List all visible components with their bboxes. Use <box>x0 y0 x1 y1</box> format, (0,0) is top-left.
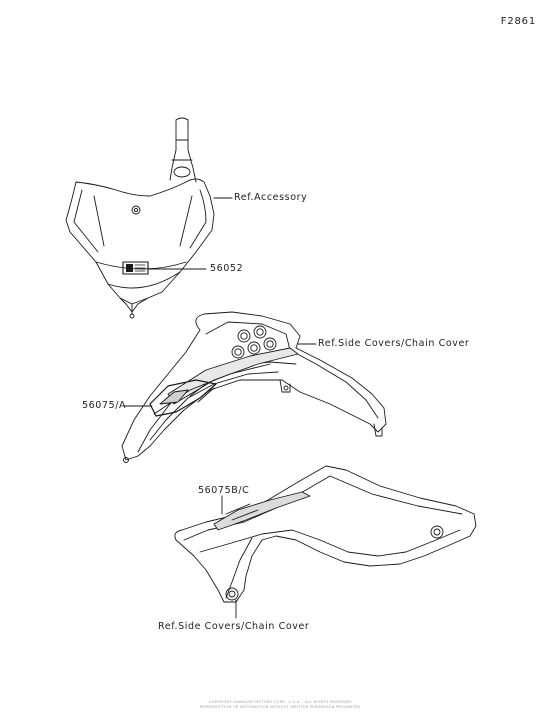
part-56075a-label: 56075/A <box>82 400 127 411</box>
part-56075bc-label: 56075B/C <box>198 485 250 496</box>
front-number-plate <box>65 117 233 319</box>
ref-side-covers-top-label: Ref.Side Covers/Chain Cover <box>318 338 470 349</box>
ref-accessory-label: Ref.Accessory <box>234 192 308 203</box>
ref-side-covers-bottom-label: Ref.Side Covers/Chain Cover <box>158 621 310 632</box>
left-shroud <box>121 311 387 463</box>
footer-line-1: COPYRIGHT KAWASAKI MOTORS CORP., U.S.A. … <box>208 700 352 704</box>
part-56052-label: 56052 <box>210 263 244 274</box>
lower-side-cover <box>174 465 477 619</box>
footer-line-2: REPRODUCTION OR DISTRIBUTION WITHOUT WRI… <box>199 705 361 709</box>
figure-id: F2861 <box>500 16 536 27</box>
copyright-footer: COPYRIGHT KAWASAKI MOTORS CORP., U.S.A. … <box>0 700 560 710</box>
